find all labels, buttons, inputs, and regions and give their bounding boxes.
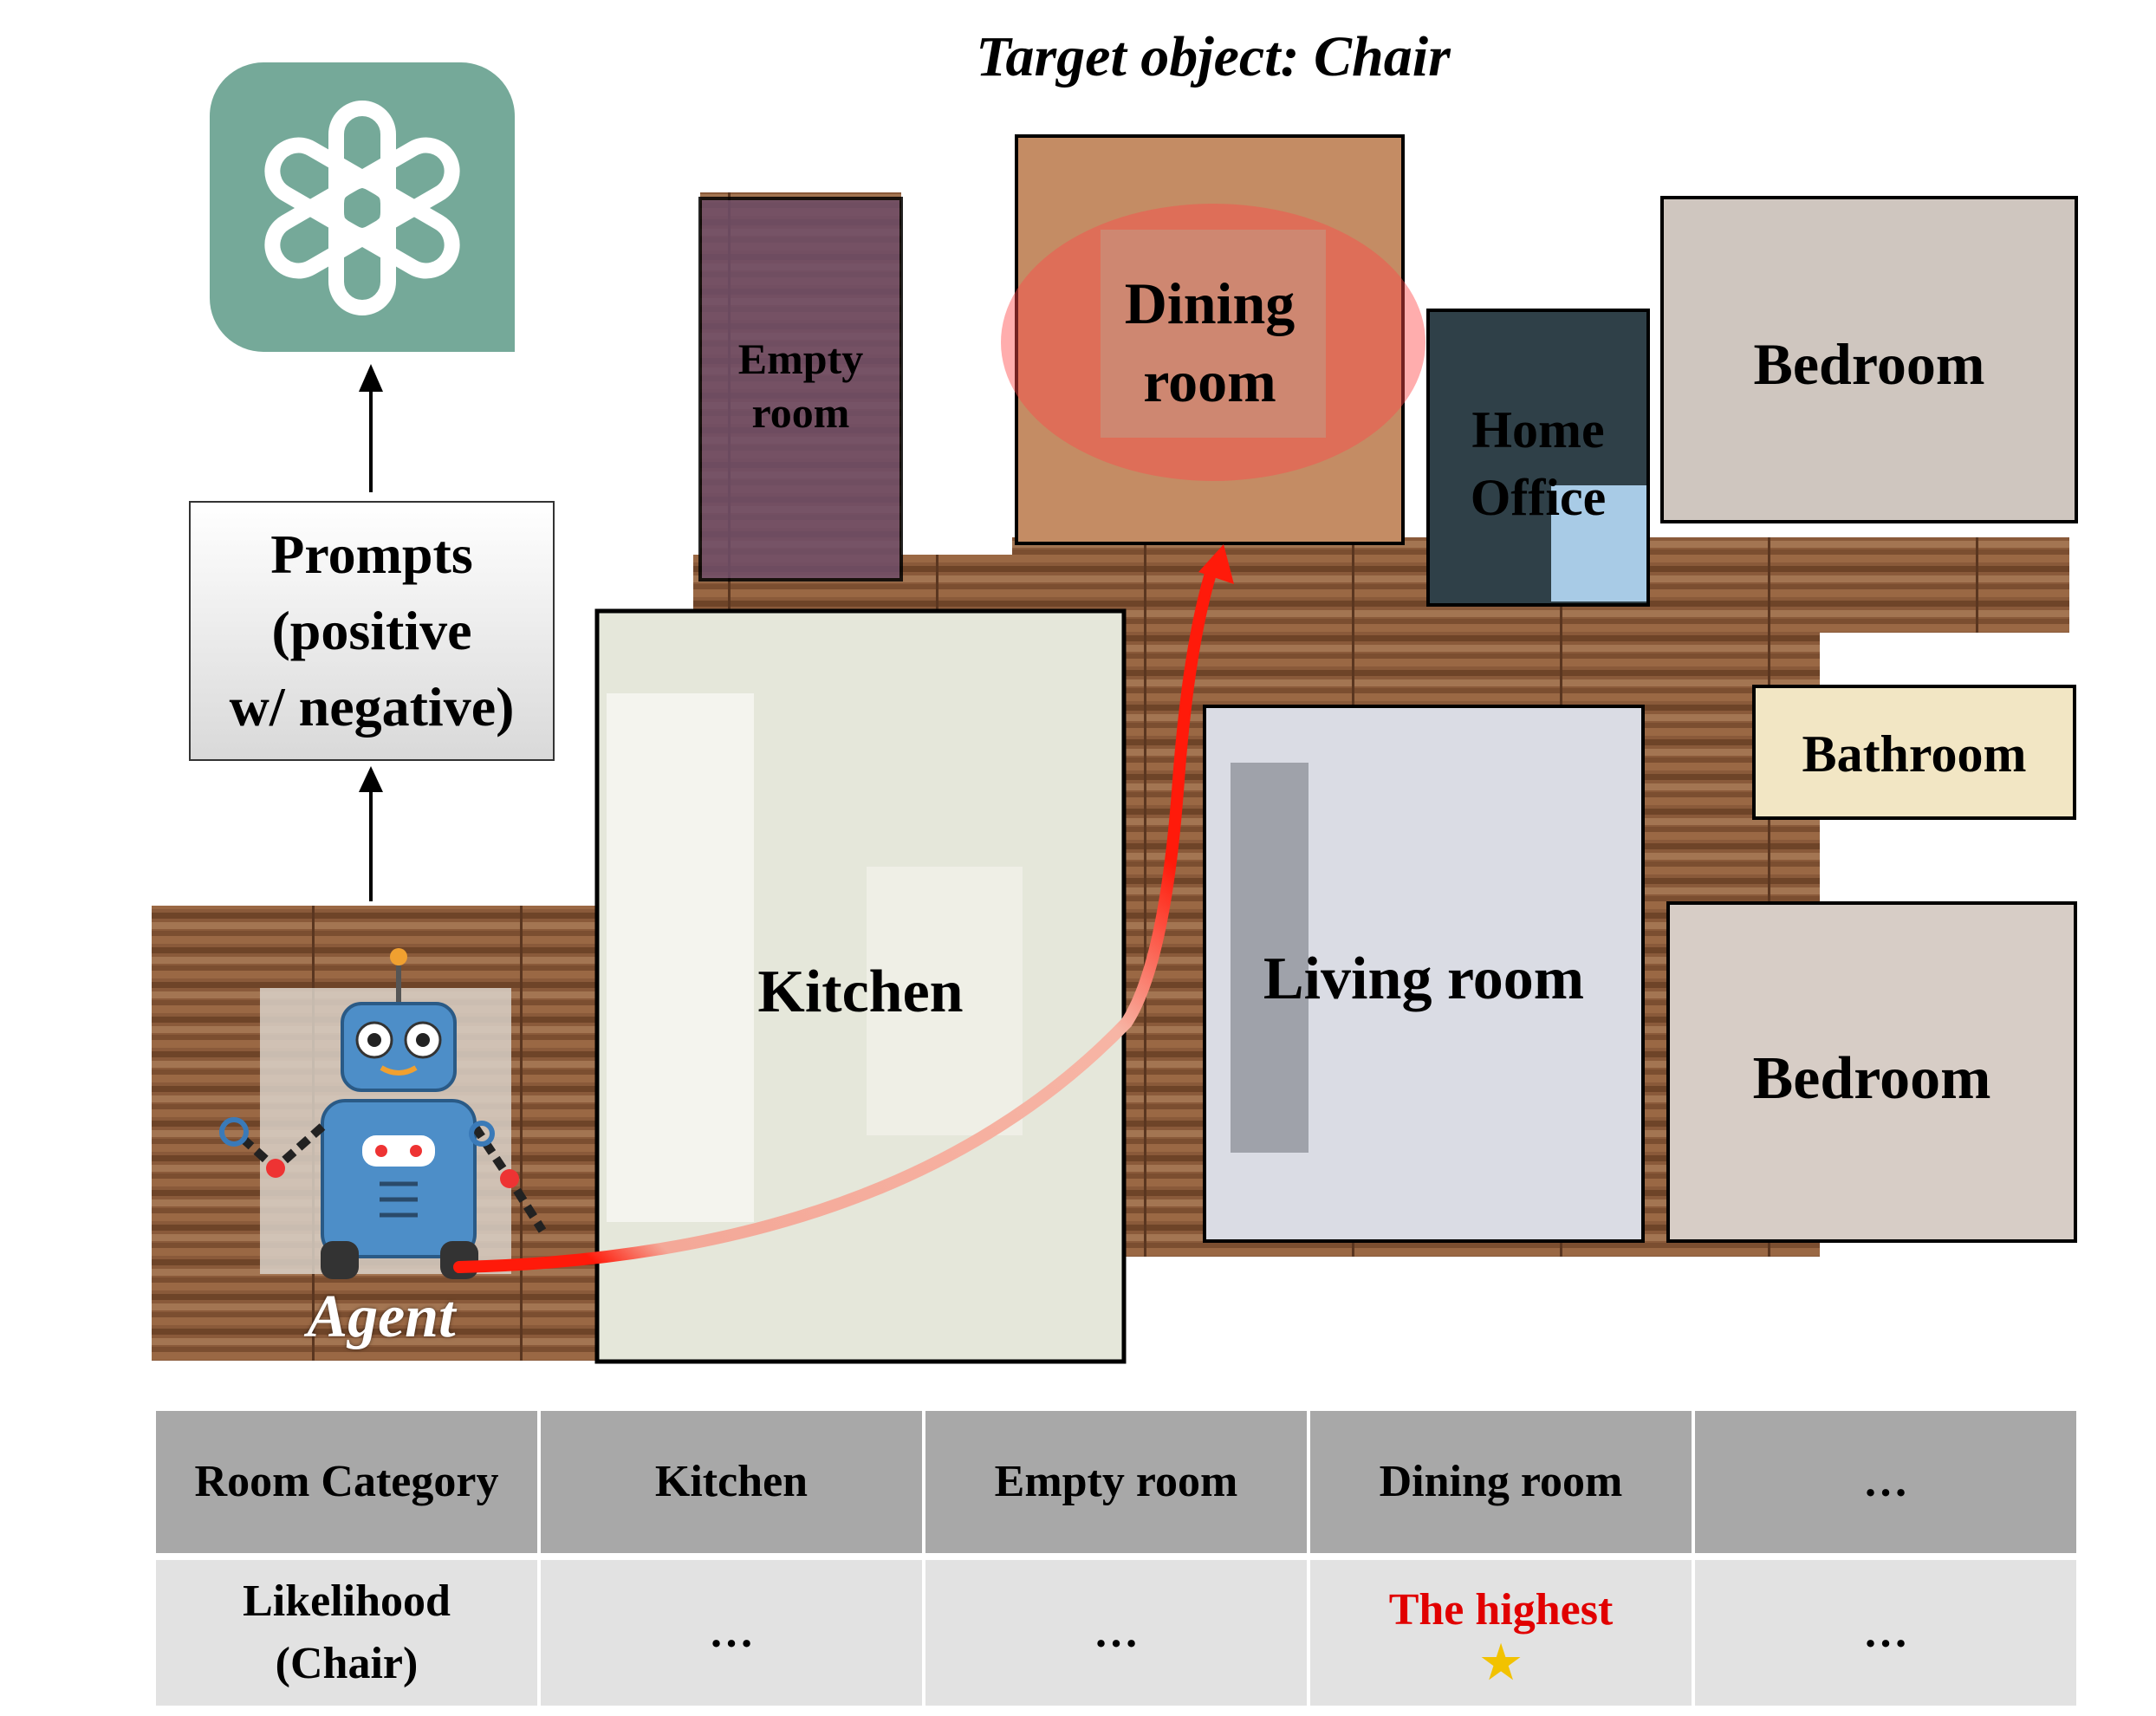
prompts-line-2: (positive [230, 593, 515, 669]
label-bedroom-bottom: Bedroom [1668, 1031, 2075, 1127]
table-header-cell: Room Category [156, 1411, 537, 1553]
table-header-cell: Kitchen [541, 1411, 922, 1553]
star-icon: ★ [1481, 1641, 1522, 1687]
prompts-line-3: w/ negative) [230, 669, 515, 745]
arrow-head-prompts [359, 766, 383, 792]
likelihood-table: Room Category Kitchen Empty room Dining … [156, 1411, 2073, 1706]
label-kitchen: Kitchen [597, 945, 1124, 1040]
figure-title: Target object: Chair [780, 24, 1646, 90]
table-cell: … [1695, 1560, 2076, 1706]
robot-foot-right [440, 1241, 478, 1279]
robot-pupil-right [416, 1033, 430, 1047]
label-dining-room: Dining room [1016, 264, 1403, 420]
table-cell: … [541, 1560, 922, 1706]
arrow-head-llm [359, 364, 383, 392]
label-bathroom: Bathroom [1754, 711, 2075, 797]
robot-foot-left [321, 1241, 359, 1279]
agent-label: Agent [260, 1283, 503, 1352]
robot-elbow-left [266, 1159, 285, 1178]
table-header-cell: Dining room [1310, 1411, 1692, 1553]
label-empty-room: Empty room [700, 321, 901, 451]
openai-knot-icon [263, 108, 461, 308]
table-cell-highlight: The highest ★ [1310, 1560, 1692, 1706]
prompts-box: Prompts (positive w/ negative) [189, 501, 555, 761]
table-cell: … [925, 1560, 1307, 1706]
robot-pupil-left [367, 1033, 381, 1047]
table-header-cell: Empty room [925, 1411, 1307, 1553]
robot-antenna-tip [390, 948, 407, 965]
label-home-office: Home Office [1428, 394, 1648, 533]
table-row-label: Likelihood (Chair) [156, 1560, 537, 1706]
label-bedroom-top: Bedroom [1662, 321, 2076, 407]
robot-chest-light-left [375, 1145, 387, 1157]
highlight-text: The highest [1389, 1579, 1614, 1641]
robot-body [322, 1101, 475, 1257]
robot-chest-light-right [410, 1145, 422, 1157]
robot-elbow-right [500, 1169, 519, 1188]
prompts-line-1: Prompts [230, 517, 515, 593]
table-header-cell: … [1695, 1411, 2076, 1553]
robot-chest-panel [362, 1135, 435, 1167]
label-living-room: Living room [1205, 932, 1643, 1027]
